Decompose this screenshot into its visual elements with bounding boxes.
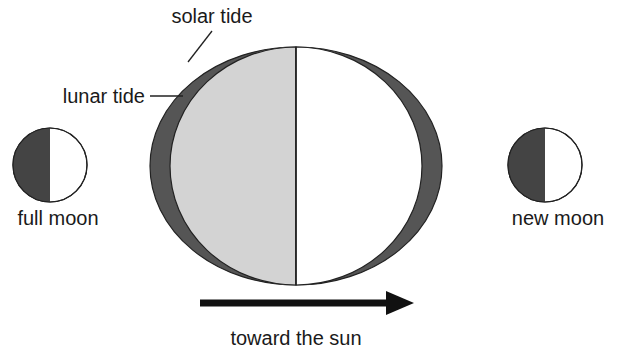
- tide-label: solar tide: [171, 5, 252, 27]
- moon-dark-half: [13, 128, 50, 202]
- tide-label: lunar tide: [63, 85, 145, 107]
- moon-outline: [13, 128, 87, 202]
- tidal-bulge: [150, 47, 442, 285]
- terminator-line: [295, 47, 297, 285]
- moon: [508, 128, 582, 202]
- arrow-head: [386, 291, 414, 315]
- moon-label: new moon: [512, 207, 604, 229]
- direction-label: toward the sun: [230, 327, 361, 349]
- earth-day-half: [296, 47, 422, 285]
- moon-outline: [508, 128, 582, 202]
- moon: [13, 128, 87, 202]
- leader-line: [150, 95, 183, 96]
- leader-line: [188, 31, 212, 62]
- moon-dark-half: [508, 128, 545, 202]
- moon-label: full moon: [17, 207, 98, 229]
- sun-direction-arrow: [200, 300, 390, 307]
- earth-night-half: [170, 47, 296, 285]
